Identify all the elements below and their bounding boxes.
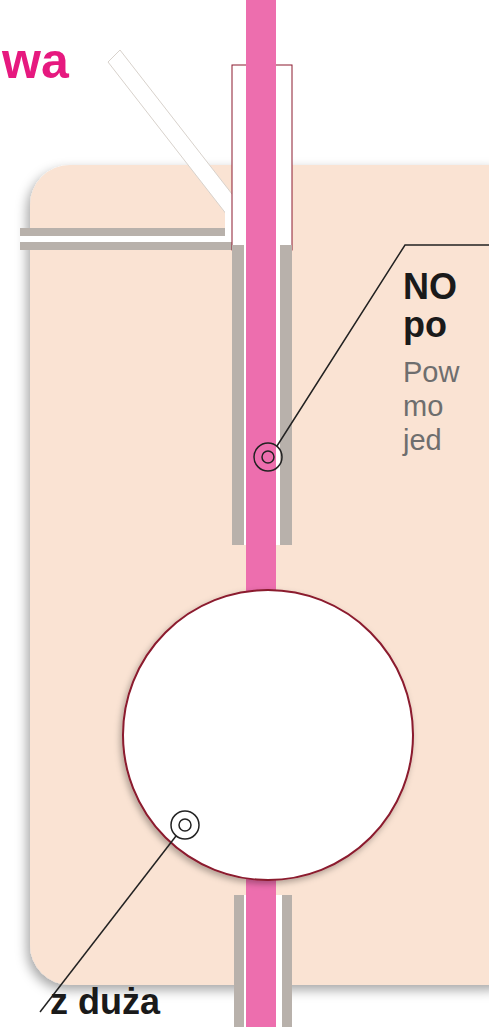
callout-heading: z duża xyxy=(50,982,250,1022)
callout-heading: NO po xyxy=(403,268,473,344)
callout-ring xyxy=(254,443,282,471)
balloon xyxy=(123,590,413,880)
tube-wall xyxy=(282,895,292,1027)
tube-wall xyxy=(280,245,292,545)
side-pipe xyxy=(20,228,235,250)
title-fragment: wa xyxy=(2,34,122,89)
tube-wall xyxy=(232,245,244,545)
leader-line xyxy=(277,245,489,446)
side-pipe-lumen xyxy=(20,236,225,242)
callout-ring xyxy=(171,811,199,839)
callout-body: Pow mo jed xyxy=(403,356,473,458)
callout-ring xyxy=(179,819,191,831)
callout-ring xyxy=(262,451,274,463)
diagonal-strip xyxy=(108,50,246,224)
tube-wall xyxy=(234,895,244,1027)
